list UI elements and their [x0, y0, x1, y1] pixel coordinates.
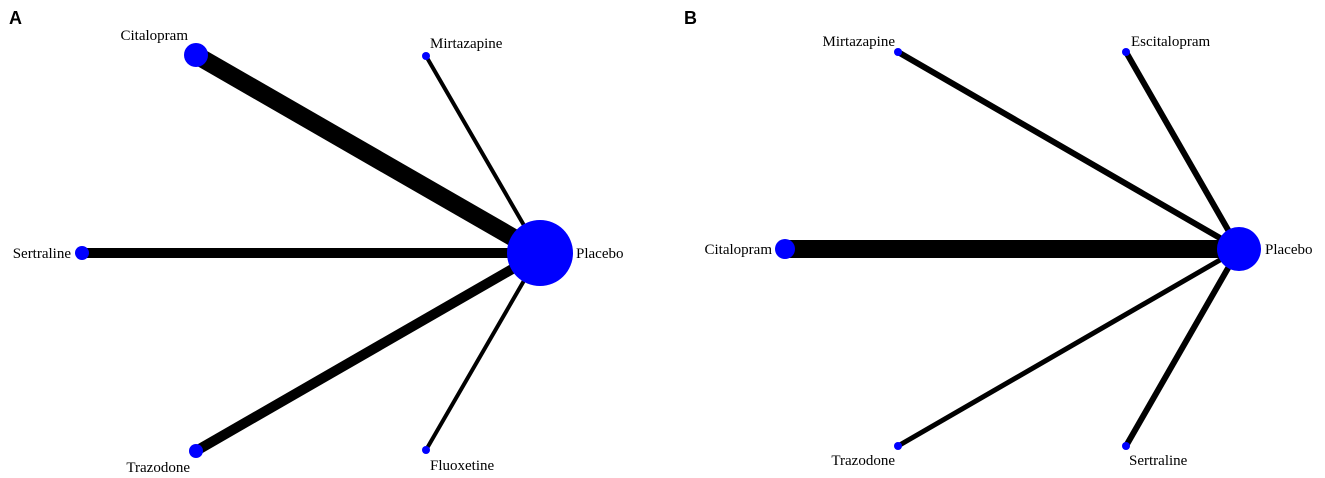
panel-b-node-placebo	[1217, 227, 1261, 271]
panel-b-label-sertraline: Sertraline	[1129, 453, 1188, 469]
panel-b-node-trazodone	[894, 442, 902, 450]
panel-a-edges	[82, 47, 545, 456]
panel-b-edges	[785, 49, 1242, 449]
panel-b-node-citalopram	[775, 239, 795, 259]
panel-a-node-fluoxetine	[422, 446, 430, 454]
panel-a-node-trazodone	[189, 444, 203, 458]
panel-b-edge-escitalopram-placebo	[1123, 50, 1242, 251]
panel-a-edge-mirtazapine-placebo	[424, 54, 542, 255]
panel-a-label-citalopram: Citalopram	[121, 28, 189, 44]
panel-a-label-trazodone: Trazodone	[126, 460, 190, 476]
panel-b-nodes	[775, 48, 1261, 450]
panel-a-letter: A	[9, 8, 22, 28]
panel-b-edge-mirtazapine-placebo	[896, 49, 1241, 252]
panel-a-label-sertraline: Sertraline	[13, 246, 72, 262]
panel-a-label-placebo: Placebo	[576, 246, 623, 262]
panel-a-node-mirtazapine	[422, 52, 430, 60]
panel-b-node-mirtazapine	[894, 48, 902, 56]
panel-b-label-mirtazapine: Mirtazapine	[823, 34, 896, 50]
panel-b-edge-trazodone-placebo	[896, 246, 1241, 449]
panel-a-node-sertraline	[75, 246, 89, 260]
panel-b-label-escitalopram: Escitalopram	[1131, 34, 1210, 50]
panel-a-nodes	[75, 43, 573, 458]
panel-a-edge-fluoxetine-placebo	[424, 251, 542, 452]
panel-a-node-placebo	[507, 220, 573, 286]
panel-b: B Placebo Mirtazapine EscitalopramCitalopr…	[684, 8, 1312, 469]
panel-b-label-trazodone: Trazodone	[831, 453, 895, 469]
panel-a-node-citalopram	[184, 43, 208, 67]
panel-b-label-placebo: Placebo	[1265, 242, 1312, 258]
panel-b-label-citalopram: Citalopram	[705, 242, 773, 258]
panel-a-label-mirtazapine: Mirtazapine	[430, 36, 503, 52]
panel-b-labels: Placebo Mirtazapine EscitalopramCitalopram…	[705, 34, 1313, 469]
panel-b-node-sertraline	[1122, 442, 1130, 450]
panel-b-letter: B	[684, 8, 697, 28]
panel-b-edge-sertraline-placebo	[1123, 247, 1242, 448]
panel-a-label-fluoxetine: Fluoxetine	[430, 458, 495, 474]
panel-a-edge-trazodone-placebo	[193, 248, 543, 456]
panel-a-edge-citalopram-placebo	[191, 47, 545, 261]
panel-b-node-escitalopram	[1122, 48, 1130, 56]
